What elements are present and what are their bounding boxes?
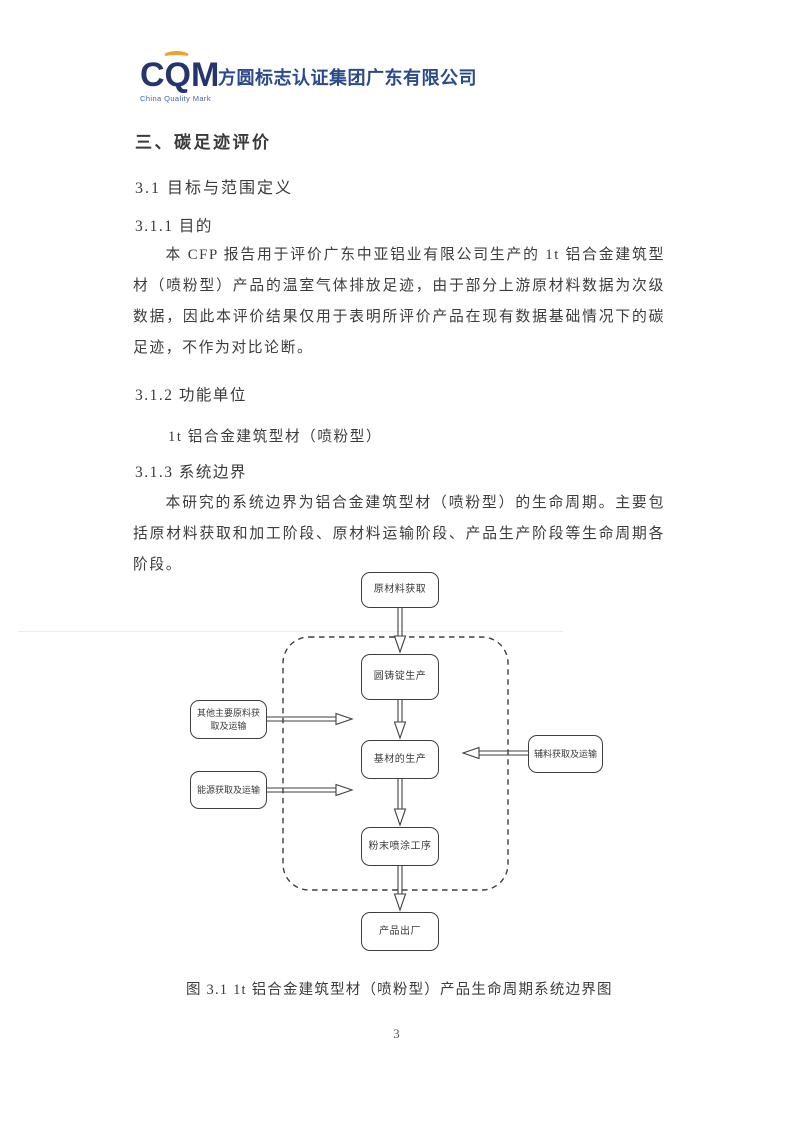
page-number: 3: [393, 1027, 400, 1041]
cqm-logo-tagline: China Quality Mark: [140, 94, 211, 103]
subsection-heading-system-boundary: 3.1.3 系统边界: [135, 464, 247, 481]
cqm-logo-text: CQM: [140, 56, 220, 94]
functional-unit-value: 1t 铝合金建筑型材（喷粉型）: [168, 429, 383, 445]
paragraph-purpose: 本 CFP 报告用于评价广东中亚铝业有限公司生产的 1t 铝合金建筑型材（喷粉型…: [133, 247, 665, 356]
section-heading-carbon-footprint: 三、碳足迹评价: [135, 133, 272, 152]
flow-node-raw-material: 原材料获取: [361, 572, 439, 608]
flow-node-energy: 能源获取及运输: [190, 771, 267, 809]
scan-artifact-line: [18, 631, 563, 632]
flow-node-base-material-production: 基材的生产: [361, 740, 439, 779]
subsection-heading-functional-unit: 3.1.2 功能单位: [135, 387, 247, 404]
flow-node-auxiliary-materials: 辅料获取及运输: [528, 735, 603, 773]
company-name: 方圆标志认证集团广东有限公司: [218, 68, 477, 88]
cqm-logo: CQM China Quality Mark: [140, 51, 220, 103]
figure-caption: 图 3.1 1t 铝合金建筑型材（喷粉型）产品生命周期系统边界图: [186, 982, 613, 998]
flow-node-ingot-production: 圆铸锭生产: [361, 654, 439, 700]
cqm-logo-arc-icon: [163, 51, 190, 62]
flow-node-powder-coating: 粉末喷涂工序: [361, 827, 439, 866]
flow-node-product-exit: 产品出厂: [361, 912, 439, 951]
company-logo: CQM China Quality Mark 方圆标志认证集团广东有限公司: [140, 51, 477, 116]
subsection-heading-purpose: 3.1.1 目的: [135, 218, 213, 235]
flow-node-other-materials: 其他主要原料获取及运输: [190, 700, 267, 739]
subsection-heading-goal-scope: 3.1 目标与范围定义: [135, 180, 294, 197]
paragraph-system-boundary: 本研究的系统边界为铝合金建筑型材（喷粉型）的生命周期。主要包括原材料获取和加工阶…: [133, 495, 665, 573]
